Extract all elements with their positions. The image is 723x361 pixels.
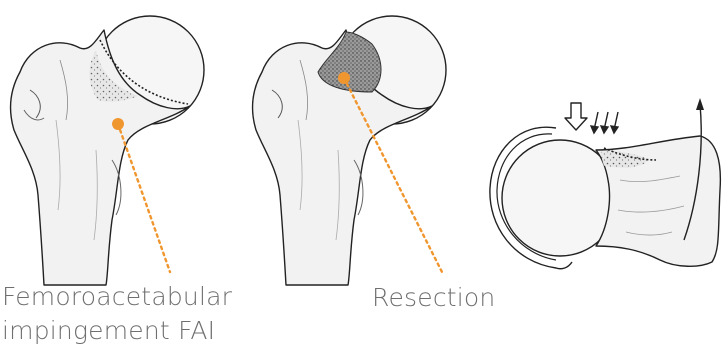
fai-marker [112,118,124,130]
femur-fai [11,16,204,285]
force-arrow-icon [565,103,587,130]
resection-caption: Resection [372,281,495,315]
fai-caption: Femoroacetabular impingement FAI [2,280,302,348]
resection-marker [338,72,350,84]
femur-top-view [490,98,720,269]
pressure-arrows-icon [591,112,618,133]
fai-caption-line1: Femoroacetabular [2,280,302,314]
femur-resection [253,16,446,285]
fai-caption-line2: impingement FAI [2,314,302,348]
